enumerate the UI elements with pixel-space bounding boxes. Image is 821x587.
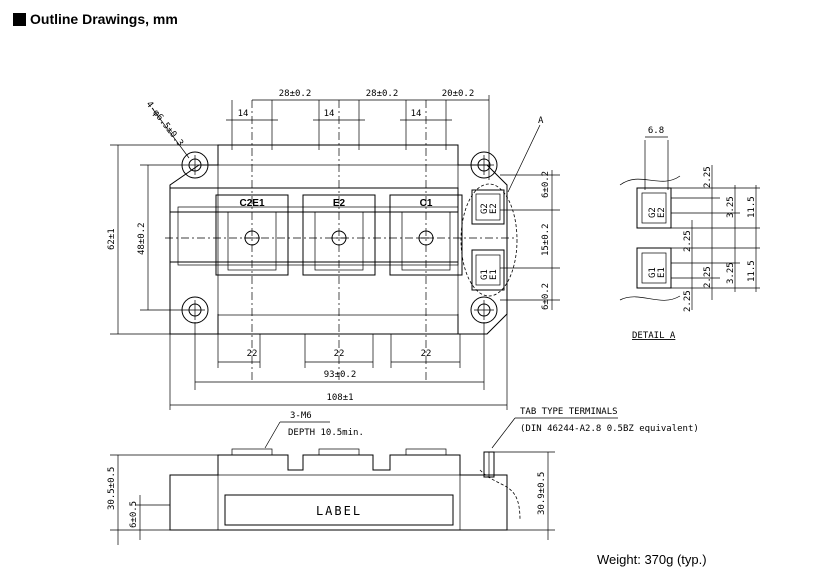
mounting-hole-icon	[470, 296, 498, 324]
side-dim-6: 6±0.5	[129, 501, 139, 528]
dim-22-a: 22	[247, 349, 258, 359]
dim-14-a: 14	[238, 109, 249, 119]
dim-14-c: 14	[411, 109, 422, 119]
mounting-hole-icon	[181, 151, 209, 179]
page-title: Outline Drawings, mm	[30, 11, 178, 27]
detail-a-letter: A	[538, 116, 544, 126]
depth-callout: DEPTH 10.5min.	[288, 428, 364, 438]
detail-dim-2-25-d: 2.25	[683, 290, 693, 312]
detail-pin-g1: G1	[648, 267, 658, 278]
detail-dim-11-5-b: 11.5	[747, 260, 757, 282]
tab-title: TAB TYPE TERMINALS	[520, 407, 618, 417]
side-view: LABEL 3-M6 DEPTH 10.5min. TAB TYPE TERMI…	[107, 407, 699, 545]
detail-pin-g2: G2	[648, 207, 658, 218]
tab-spec: (DIN 46244-A2.8 0.5BZ equivalent)	[520, 424, 699, 434]
dim-6-b: 6±0.2	[541, 283, 551, 310]
side-dim-30-5: 30.5±0.5	[107, 467, 117, 510]
weight-note: Weight: 370g (typ.)	[597, 552, 707, 567]
detail-a-view: 6.8 G2 E2 G1 E1 2.25 3.25 11.5 2.25 2.25…	[619, 126, 760, 341]
pin-label-e2: E2	[489, 203, 499, 214]
dim-22-c: 22	[421, 349, 432, 359]
dim-93: 93±0.2	[324, 370, 357, 380]
detail-dim-2-25-b: 2.25	[683, 230, 693, 252]
side-view-outline	[169, 454, 508, 531]
detail-dim-2-25-c: 2.25	[703, 266, 713, 288]
dim-top-28-a: 28±0.2	[279, 89, 312, 99]
detail-a-caption: DETAIL A	[632, 331, 676, 341]
hole-callout: 4-φ6.5±0.3	[144, 100, 185, 149]
mounting-hole-icon	[470, 151, 498, 179]
screw-callout: 3-M6	[290, 411, 312, 421]
top-view-base-outline	[169, 144, 508, 335]
dim-6-a: 6±0.2	[541, 171, 551, 198]
dim-15: 15±0.2	[541, 223, 551, 256]
gate-connector-upper: G2 E2	[471, 189, 505, 225]
detail-dim-6-8: 6.8	[648, 126, 664, 136]
side-dim-30-9: 30.9±0.5	[537, 472, 547, 515]
title-bullet-icon	[13, 12, 26, 26]
detail-a-marker	[460, 183, 518, 297]
detail-pin-e2: E2	[657, 207, 667, 218]
detail-dim-2-25-a: 2.25	[703, 166, 713, 188]
top-view: C2E1 E2 C1 G2 E2 G1 E1 A 4-φ6.5±0.3	[107, 89, 560, 410]
dim-48: 48±0.2	[137, 222, 147, 255]
dim-14-b: 14	[324, 109, 335, 119]
title-block: Outline Drawings, mm	[13, 9, 178, 29]
dim-62: 62±1	[107, 228, 117, 250]
gate-connector-lower: G1 E1	[471, 249, 505, 291]
pin-label-g1: G1	[480, 269, 490, 280]
detail-pin-e1: E1	[657, 267, 667, 278]
detail-dim-11-5-a: 11.5	[747, 196, 757, 218]
dim-top-28-b: 28±0.2	[366, 89, 399, 99]
pin-label-g2: G2	[480, 203, 490, 214]
dim-22-b: 22	[334, 349, 345, 359]
pin-label-e1: E1	[489, 269, 499, 280]
dim-top-20: 20±0.2	[442, 89, 475, 99]
side-label: LABEL	[316, 504, 362, 518]
mounting-hole-icon	[181, 296, 209, 324]
detail-dim-3-25-b: 3.25	[726, 262, 736, 284]
dim-108: 108±1	[326, 393, 353, 403]
detail-dim-3-25-a: 3.25	[726, 196, 736, 218]
